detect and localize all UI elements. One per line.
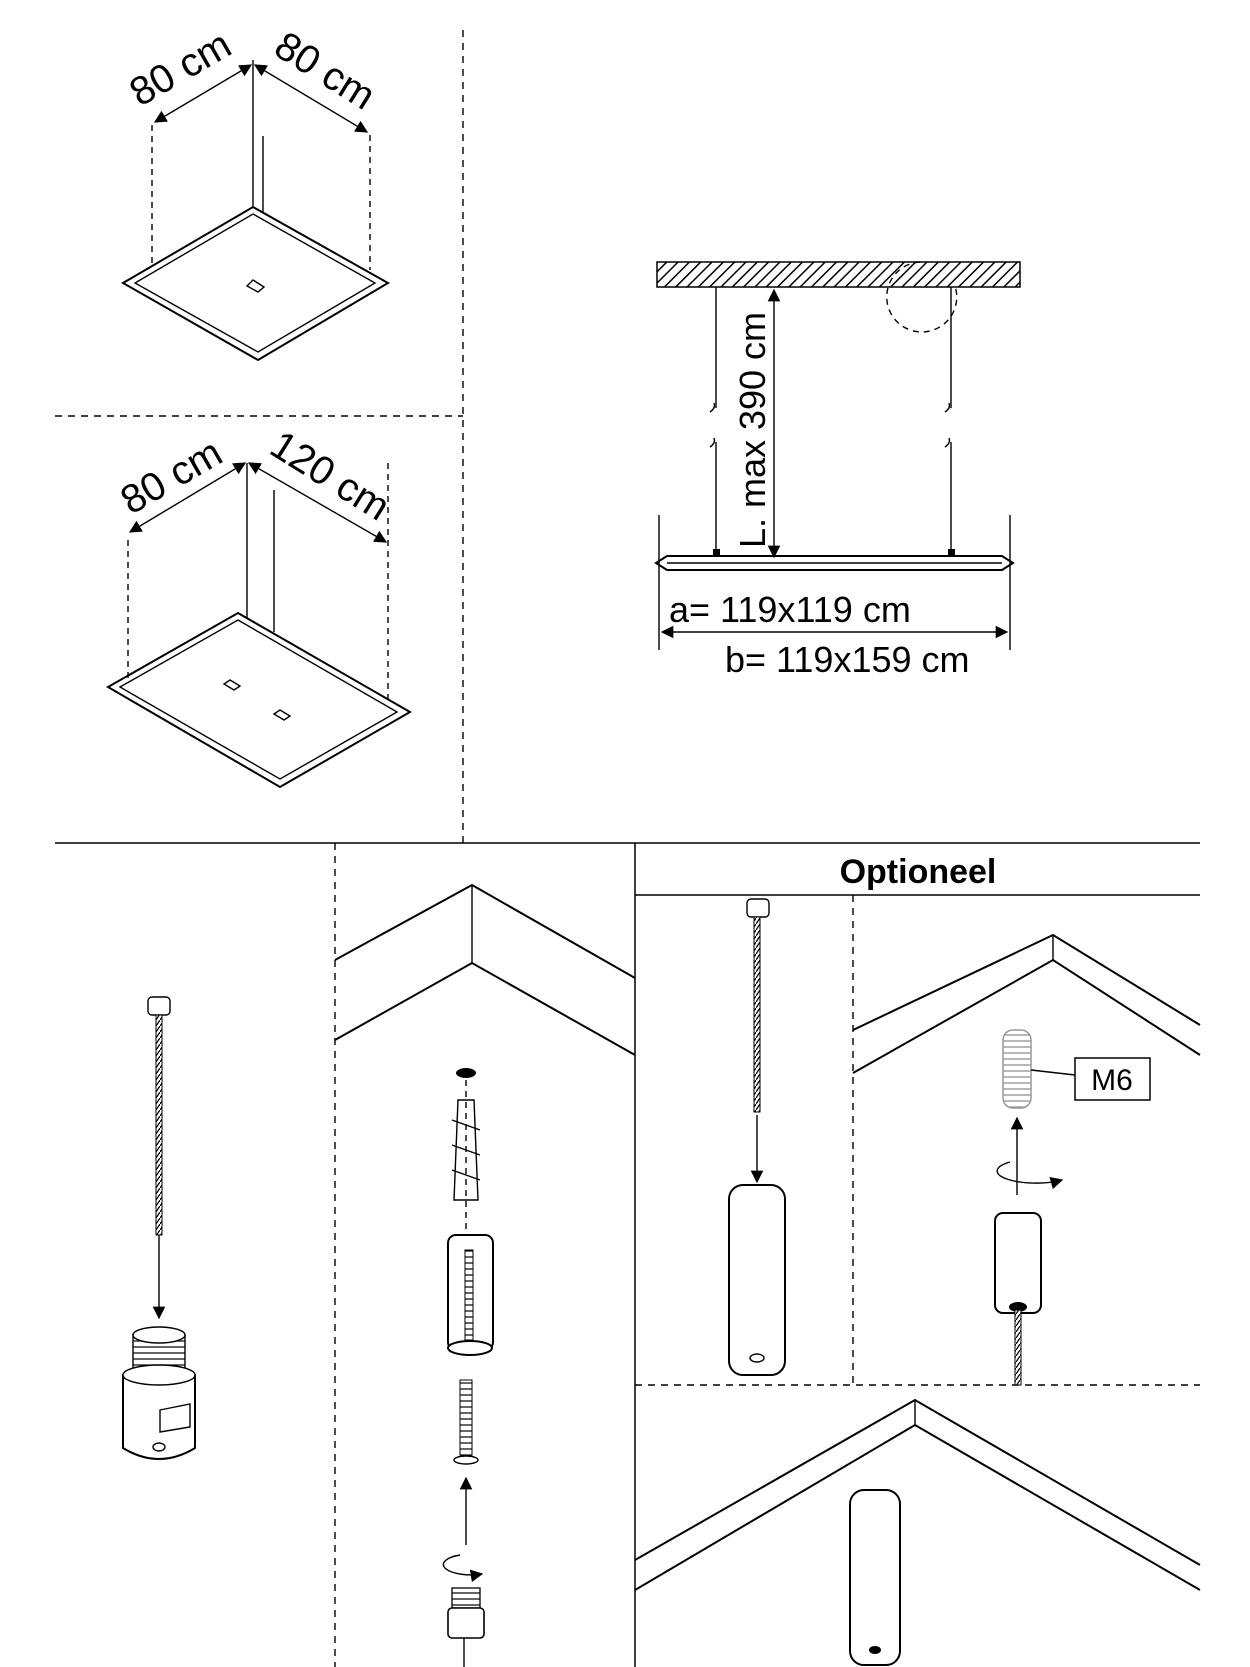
square-dim-right: 80 cm [267, 23, 383, 118]
ceiling-hatch [656, 261, 1021, 288]
panel-dividers [55, 30, 1200, 1667]
mounted-cylinder [634, 1398, 1201, 1666]
m6-label-box [1074, 1057, 1151, 1101]
square-dim-left: 80 cm [122, 22, 238, 115]
m6-label: M6 [1091, 1064, 1133, 1097]
cable-length-label: L. max 390 cm [732, 312, 773, 548]
ceiling-anchor-assembly [334, 883, 636, 1667]
rect-dim-left: 80 cm [113, 430, 229, 523]
size-a-label: a= 119x119 cm [669, 589, 911, 630]
cable-with-connector [122, 996, 196, 1460]
optional-title: Optioneel [840, 853, 997, 891]
rect-dim-right: 120 cm [263, 423, 398, 530]
rect-panel-drawing: 80 cm 120 cm [105, 423, 413, 789]
m6-thread-assembly: M6 [852, 933, 1201, 1386]
side-view-drawing: L. max 390 cm a= 119x119 cm b= 119x159 c… [654, 261, 1021, 680]
square-panel-drawing: 80 cm 80 cm [121, 22, 390, 362]
size-b-label: b= 119x159 cm [725, 639, 970, 680]
cable-into-cylinder [728, 898, 786, 1376]
